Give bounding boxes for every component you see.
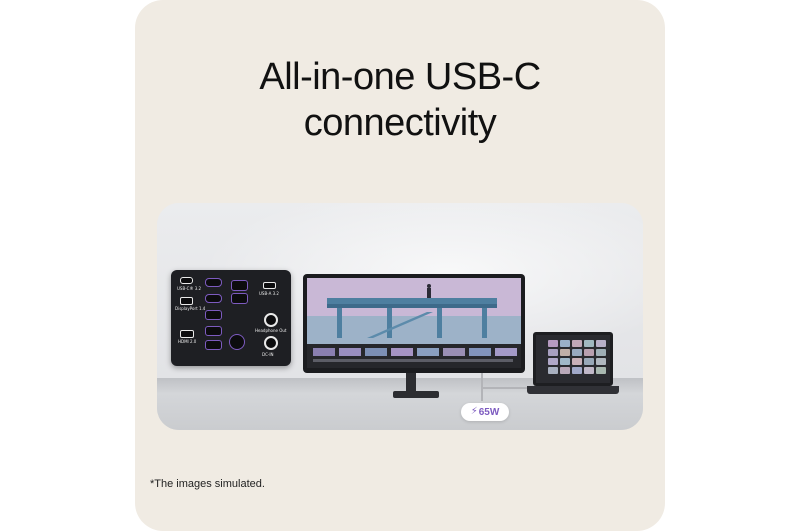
hdmi-label: HDMI 2.0 [178,339,197,344]
port-panel: USB-C® 3.2 DisplayPort 1.4 HDMI 2.0 USB-… [171,270,291,366]
displayport-port-highlight [205,310,222,320]
lightning-bolt-icon: ⚡︎ [470,406,478,417]
photo-thumb [596,340,606,347]
headline: All-in-one USB-C connectivity [135,54,665,146]
photo-thumb [560,367,570,374]
photo-thumb [572,358,582,365]
dcin-label: DC-IN [262,352,274,357]
photo-thumb [584,349,594,356]
photo-thumb [548,340,558,347]
photo-thumb [560,349,570,356]
usba-port [263,282,276,289]
hdmi-port [180,330,194,338]
dcin-port-highlight [229,334,245,350]
headline-line-2: connectivity [303,102,497,144]
headphone-label: Headphone Out [255,328,287,333]
headphone-jack [264,313,278,327]
photo-thumb [584,367,594,374]
screen-artwork [307,278,521,368]
photo-thumb [596,349,606,356]
usbc-port-highlight-1 [205,278,222,287]
displayport-label: DisplayPort 1.4 [175,306,206,311]
photo-thumb [596,367,606,374]
hdmi-port-highlight-2 [205,340,222,350]
displayport-port [180,297,193,305]
usba-port-highlight-1 [231,280,248,291]
usba-label: USB-A 3.2 [259,291,279,296]
photo-thumb [596,358,606,365]
headline-line-1: All-in-one USB-C [259,56,541,98]
photo-thumb [572,349,582,356]
photo-thumb [560,340,570,347]
photo-thumb [548,358,558,365]
usba-port-highlight-2 [231,293,248,304]
laptop-base [527,386,619,394]
hdmi-port-highlight-1 [205,326,222,336]
photo-thumb [572,340,582,347]
product-scene: USB-C® 3.2 DisplayPort 1.4 HDMI 2.0 USB-… [157,203,643,430]
photo-thumb [560,358,570,365]
monitor-stand-neck [406,373,416,393]
dcin-jack [264,336,278,350]
photo-thumb [584,358,594,365]
laptop-screen [533,332,613,386]
monitor-screen [307,278,521,368]
monitor-stand-base [393,391,439,398]
footnote: *The images simulated. [150,478,265,490]
usbc-cable-horizontal [481,387,529,389]
usbc-port [180,277,193,284]
usbc-label: USB-C® 3.2 [177,286,202,291]
usbc-port-highlight-2 [205,294,222,303]
promo-card: All-in-one USB-C connectivity USB-C® 3.2… [135,0,665,531]
photo-thumb [548,349,558,356]
laptop-display [536,335,610,383]
photo-thumb [584,340,594,347]
curved-monitor [303,274,525,373]
photo-thumb [548,367,558,374]
photo-thumb [572,367,582,374]
power-wattage: 65W [478,406,500,418]
power-delivery-badge: ⚡︎ 65W [461,403,509,421]
